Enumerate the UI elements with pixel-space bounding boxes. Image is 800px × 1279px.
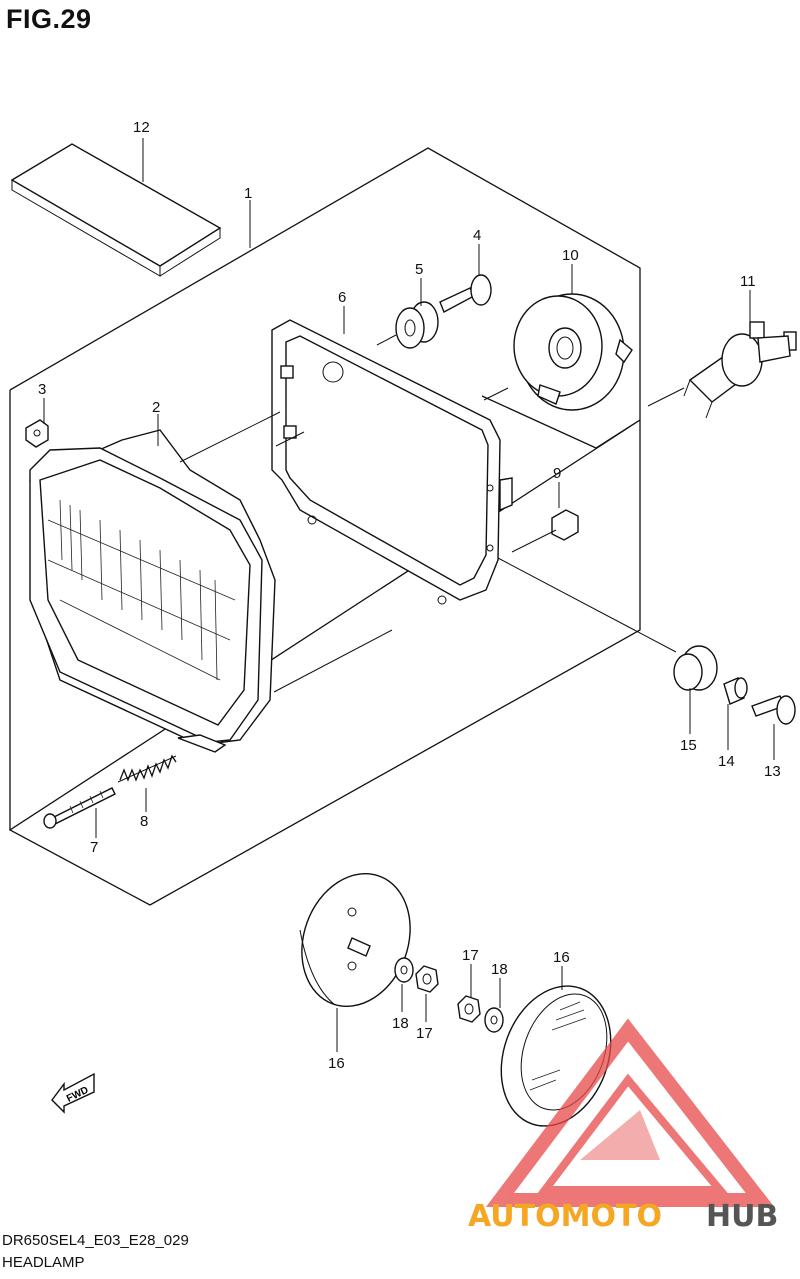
callout-14: 14 <box>718 753 735 770</box>
callout-6: 6 <box>338 289 346 306</box>
part-6-headlamp-rim <box>271 319 513 605</box>
part-16-cover-left <box>299 872 411 1008</box>
part-2-headlamp-unit <box>29 429 276 753</box>
part-5-grommet <box>395 301 439 349</box>
part-18-washer-left <box>394 957 414 983</box>
callout-18-right: 18 <box>491 961 508 978</box>
part-17-nut-right <box>457 995 481 1023</box>
callout-8: 8 <box>140 813 148 830</box>
callout-18-left: 18 <box>392 1015 409 1032</box>
callout-13: 13 <box>764 763 781 780</box>
part-7-adjusting-screw <box>43 787 116 829</box>
fwd-arrow-icon: FWD <box>51 1072 95 1114</box>
callout-15: 15 <box>680 737 697 754</box>
callout-labels: 1 2 3 4 5 6 7 8 9 10 11 12 13 14 15 16 1… <box>38 119 781 1072</box>
part-18-washer-right <box>484 1007 504 1033</box>
model-code: DR650SEL4_E03_E28_029 <box>2 1232 189 1249</box>
callout-11: 11 <box>740 273 756 290</box>
figure-title: FIG.29 <box>6 4 92 34</box>
part-10-socket-cover <box>513 293 633 411</box>
part-8-spring <box>117 754 177 783</box>
part-13-bolt <box>751 695 796 725</box>
leader-lines <box>43 138 775 1052</box>
callout-12: 12 <box>133 119 150 136</box>
part-11-bulb <box>683 321 797 419</box>
callout-1: 1 <box>244 185 252 202</box>
callout-3: 3 <box>38 381 46 398</box>
callout-10: 10 <box>562 247 579 264</box>
callout-17-left: 17 <box>416 1025 433 1042</box>
callout-16-left: 16 <box>328 1055 345 1072</box>
figure-name: HEADLAMP <box>2 1254 85 1271</box>
callout-17-right: 17 <box>462 947 479 964</box>
part-3-clip-nut <box>25 419 49 448</box>
callout-5: 5 <box>415 261 423 278</box>
callout-2: 2 <box>152 399 160 416</box>
callout-9: 9 <box>553 465 561 482</box>
watermark-text-automoto: AUTOMOTO <box>468 1199 662 1234</box>
callout-7: 7 <box>90 839 98 856</box>
watermark-text-hub: HUB <box>706 1199 778 1234</box>
callout-4: 4 <box>473 227 481 244</box>
part-14-collar <box>723 677 748 705</box>
part-9-clip <box>551 509 579 541</box>
callout-16-right: 16 <box>553 949 570 966</box>
watermark-logo-icon <box>485 1018 775 1207</box>
part-15-cushion <box>673 645 718 691</box>
part-12-pad <box>10 143 222 277</box>
part-4-screw <box>439 274 492 313</box>
part-17-nut-left <box>415 965 439 993</box>
